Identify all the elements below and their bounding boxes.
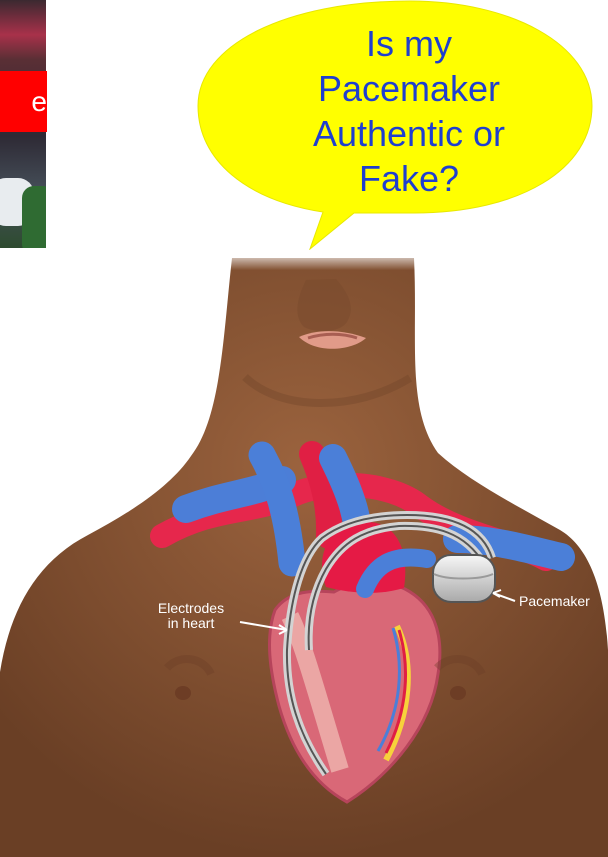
speech-line: Is my: [272, 21, 546, 66]
right-vein: [333, 458, 359, 552]
neck-and-head: [0, 258, 608, 857]
pulmonary-vessel: [365, 557, 427, 589]
nose-shadow: [297, 279, 350, 331]
lip-line: [308, 334, 357, 338]
pacemaker-device-icon: [433, 555, 495, 602]
tree-shape: [22, 186, 46, 248]
speech-line: Fake?: [272, 156, 546, 201]
pacemaker-arrowhead: [493, 590, 501, 597]
pacemaker-label: Pacemaker: [519, 593, 590, 609]
electrodes-label-line: Electrodes: [146, 601, 236, 616]
subclavian-vein: [457, 539, 561, 557]
corner-red-label: e: [0, 71, 47, 132]
electrodes-arrowhead: [279, 625, 287, 634]
lips: [299, 331, 366, 349]
second-lead-line: [309, 526, 484, 650]
coronary-vein: [378, 628, 399, 751]
speech-line: Authentic or: [272, 111, 546, 156]
coronary-fat: [386, 626, 408, 760]
electrodes-arrow: [240, 622, 287, 630]
electrodes-label-line: in heart: [146, 616, 236, 631]
device-seam: [434, 574, 493, 579]
pacemaker-arrow: [493, 593, 515, 601]
coronary-artery: [386, 630, 406, 753]
second-lead-outer: [309, 526, 484, 650]
left-nipple: [175, 686, 191, 700]
electrodes-label: Electrodes in heart: [146, 601, 236, 631]
right-nipple: [450, 686, 466, 700]
left-nipple-shadow: [167, 659, 211, 674]
speech-bubble-text: Is my Pacemaker Authentic or Fake?: [272, 21, 546, 211]
speech-line: Pacemaker: [272, 66, 546, 111]
pacemaker-lead-outer: [287, 515, 492, 774]
carotid-artery: [312, 454, 329, 536]
aorta: [322, 522, 405, 593]
head-fade: [220, 250, 425, 295]
right-nipple-shadow: [437, 659, 482, 674]
left-vein: [186, 480, 282, 509]
heart-chamber: [290, 616, 340, 770]
jaw-shadow: [245, 377, 410, 403]
superior-vein: [262, 455, 292, 563]
pacemaker-lead-line: [287, 515, 492, 774]
heart-diagram-icon: [269, 581, 439, 802]
artery-arch: [162, 485, 546, 559]
